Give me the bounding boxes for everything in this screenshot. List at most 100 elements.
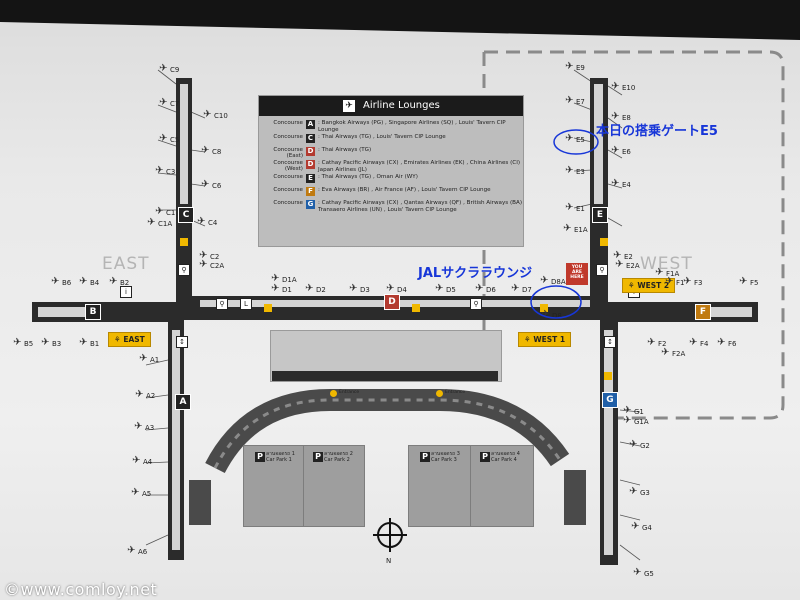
airplane-icon: ✈ <box>565 95 574 106</box>
gate-label-c6: C6 <box>212 182 222 190</box>
airplane-icon: ✈ <box>159 97 168 108</box>
airplane-icon: ✈ <box>665 276 674 287</box>
legend-concourse-label: Concourse <box>261 134 306 140</box>
airplane-icon: ✈ <box>271 283 280 294</box>
escalator-icon: ↕ <box>604 336 616 348</box>
gate-label-a6: A6 <box>138 548 148 556</box>
airplane-icon: ✈ <box>565 165 574 176</box>
legend-plane-icon: ✈ <box>343 100 355 112</box>
transit-icon <box>436 390 443 397</box>
gate-label-d7: D7 <box>522 286 532 294</box>
airplane-icon: ✈ <box>475 283 484 294</box>
airplane-icon: ✈ <box>134 421 143 432</box>
lounge-icon <box>600 238 608 246</box>
region-west-label: WEST <box>640 254 693 274</box>
concourse-a-marker: A <box>175 394 191 410</box>
concourse-g-marker: G <box>602 392 618 408</box>
gate-label-c2: C2 <box>210 253 220 261</box>
car-park-1 <box>243 445 305 527</box>
parking-icon: P <box>255 452 265 462</box>
parking-icon: P <box>313 452 323 462</box>
gate-label-c4: C4 <box>208 219 218 227</box>
airplane-icon: ✈ <box>563 223 572 234</box>
airplane-icon: ✈ <box>623 415 632 426</box>
airplane-icon: ✈ <box>623 405 632 416</box>
gate-label-g1: G1 <box>634 408 644 416</box>
gate-label-f5: F5 <box>750 279 759 287</box>
gate-label-e6: E6 <box>622 148 631 156</box>
parking-icon: P <box>420 452 430 462</box>
legend-row: Concourse(West)D: Cathay Pacific Airways… <box>259 160 523 174</box>
legend-concourse-badge: D <box>306 160 315 169</box>
jal-lounge-annotation: JALサクララウンジ <box>418 266 533 281</box>
compass-north-label: N <box>386 557 392 565</box>
airplane-icon: ✈ <box>127 545 136 556</box>
transit-icon <box>330 390 337 397</box>
legend-concourse-word: Concourse <box>273 187 303 193</box>
lounge-icon <box>412 304 420 312</box>
lounge-west1-label: WEST 1 <box>533 335 566 344</box>
gate-label-e1: E1 <box>576 205 585 213</box>
gate-label-d4: D4 <box>397 286 407 294</box>
airplane-icon: ✈ <box>79 276 88 287</box>
airplane-icon: ✈ <box>611 178 620 189</box>
gate-label-f1a: F1A <box>666 270 680 278</box>
gate-label-f3: F3 <box>694 279 703 287</box>
west-focus-dashed-box <box>484 50 785 420</box>
gate-label-d2: D2 <box>316 286 326 294</box>
airplane-icon: ✈ <box>541 309 550 320</box>
airplane-icon: ✈ <box>159 133 168 144</box>
airplane-icon: ✈ <box>661 347 670 358</box>
airplane-icon: ✈ <box>565 133 574 144</box>
you-are-here-line1: YOU <box>571 265 583 270</box>
airplane-icon: ✈ <box>629 486 638 497</box>
lounge-icon <box>264 304 272 312</box>
concourse-f-marker: F <box>695 304 711 320</box>
airplane-icon: ✈ <box>155 206 164 217</box>
toilet-icon: ⚲ <box>470 298 482 310</box>
airplane-icon: ✈ <box>655 267 664 278</box>
gate-label-d1a: D1A <box>282 276 297 284</box>
gate-label-c2a: C2A <box>210 262 225 270</box>
legend-concourse-label: Concourse(West) <box>261 160 306 172</box>
lounge-icon <box>180 238 188 246</box>
gate-label-g5: G5 <box>644 570 654 578</box>
gate-label-c3: C3 <box>166 168 176 176</box>
restroom-icon: ⚲ <box>178 264 190 276</box>
pier-c-inner <box>180 84 188 204</box>
airplane-icon: ✈ <box>631 521 640 532</box>
gate-label-a4: A4 <box>143 458 153 466</box>
gate-label-f2: F2 <box>658 340 667 348</box>
legend-concourse-label: Concourse <box>261 200 306 206</box>
airplane-icon: ✈ <box>611 111 620 122</box>
legend-concourse-badge: C <box>306 134 315 143</box>
lounge-west2-tag: ⚘ WEST 2 <box>622 278 676 293</box>
pier-b-inner <box>38 307 98 317</box>
legend-concourse-word: Concourse <box>273 134 303 140</box>
gate-label-e8: E8 <box>622 114 631 122</box>
gate-label-g1a: G1A <box>634 418 649 426</box>
watermark: ©www.comloy.net <box>4 580 158 599</box>
airplane-icon: ✈ <box>132 455 141 466</box>
gate-label-c1: C1 <box>166 209 176 217</box>
boarding-gate-annotation: 本日の搭乗ゲートE5 <box>596 124 718 139</box>
airplane-icon: ✈ <box>611 81 620 92</box>
airplane-icon: ✈ <box>349 283 358 294</box>
legend-concourse-word: Concourse <box>273 200 303 206</box>
legend-concourse-word: Concourse <box>273 160 303 166</box>
airplane-icon: ✈ <box>647 337 656 348</box>
gate-label-e3: E3 <box>576 168 585 176</box>
gate-label-e9: E9 <box>576 64 585 72</box>
legend-concourse-word: Concourse <box>273 147 303 153</box>
airplane-icon: ✈ <box>199 250 208 261</box>
pier-a-inner <box>172 330 180 550</box>
transit-label-left: Entrance <box>339 390 360 395</box>
concourse-c-marker: C <box>178 207 194 223</box>
airplane-icon: ✈ <box>201 145 210 156</box>
